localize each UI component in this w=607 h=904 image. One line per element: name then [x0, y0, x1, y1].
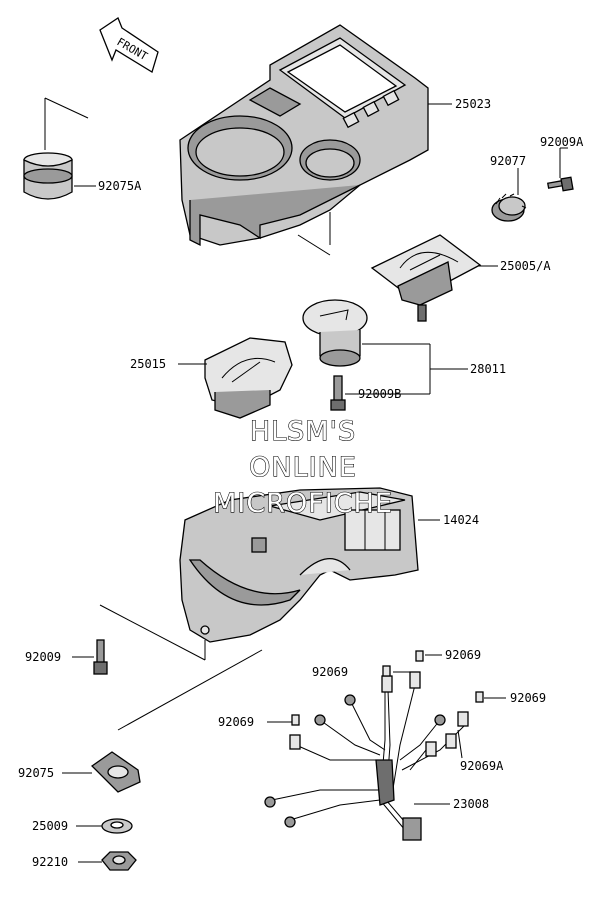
sensor-part-28011 [302, 299, 468, 394]
callout-92009A: 92009A [540, 135, 584, 149]
screw-part-92009B [330, 375, 430, 411]
callout-92069A: 92069A [460, 759, 504, 773]
callout-25015: 25015 [130, 357, 166, 371]
gauge-part-25005A [370, 234, 498, 322]
screw-part-92009 [72, 639, 108, 675]
washer-part-25009 [76, 818, 133, 834]
callout-92210: 92210 [32, 855, 68, 869]
callout-92069-right: 92069 [510, 691, 546, 705]
gauge-part-25015 [178, 337, 293, 419]
boot-part-92075A [23, 97, 96, 200]
mount-part-92075 [62, 649, 263, 793]
callout-25005A: 25005/A [500, 259, 551, 273]
wiring-harness-part-23008 [264, 650, 506, 841]
callout-14024: 14024 [443, 513, 479, 527]
screw-part-92009A [547, 147, 574, 192]
callout-92075: 92075 [18, 766, 54, 780]
callout-92069-left: 92069 [218, 715, 254, 729]
callout-25009: 25009 [32, 819, 68, 833]
front-arrow-icon: FRONT [99, 17, 159, 73]
gear-part-92077 [491, 168, 527, 222]
callout-92077: 92077 [490, 154, 526, 168]
callout-25023: 25023 [455, 97, 491, 111]
watermark-line-1: HLSM'S [250, 416, 356, 447]
nut-part-92210 [78, 851, 137, 871]
watermark: HLSM'S ONLINE MICROFICHE [213, 415, 393, 519]
callout-92075A: 92075A [98, 179, 142, 193]
callout-92009: 92009 [25, 650, 61, 664]
watermark-line-2: ONLINE [249, 452, 357, 483]
meter-cover-part-25023 [179, 24, 452, 256]
meter-case-part-14024 [99, 487, 440, 661]
callout-92069-upper-right: 92069 [445, 648, 481, 662]
watermark-line-3: MICROFICHE [213, 488, 393, 519]
callout-23008: 23008 [453, 797, 489, 811]
callout-92069-upper-left: 92069 [312, 665, 348, 679]
callout-92009B: 92009B [358, 387, 401, 401]
callout-28011: 28011 [470, 362, 506, 376]
